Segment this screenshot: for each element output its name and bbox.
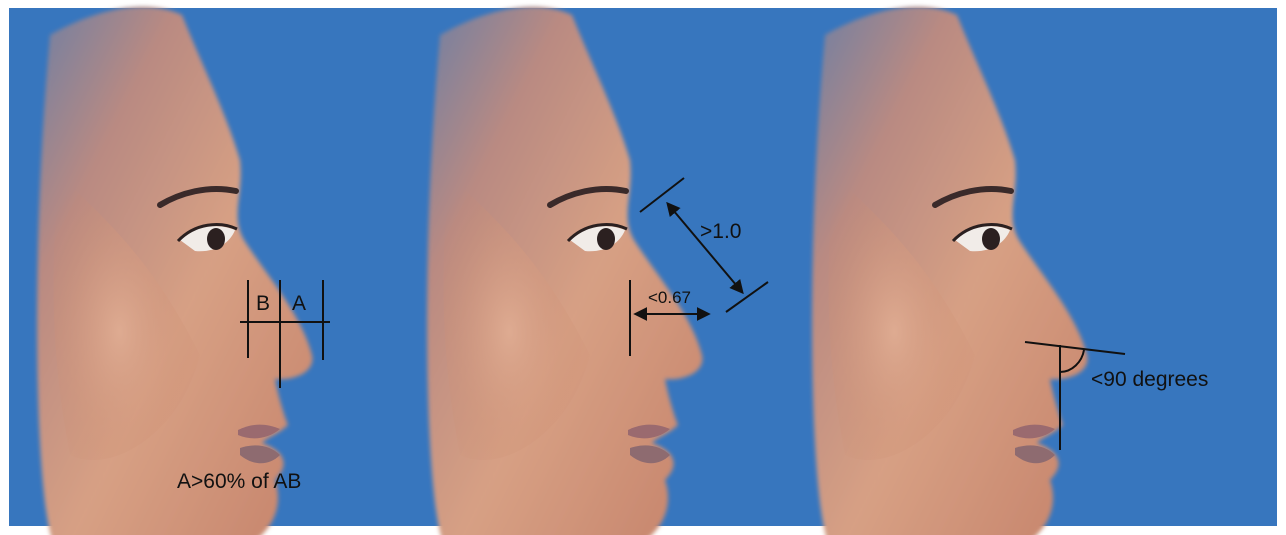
tip-projection-ratio-label: <0.67: [648, 288, 691, 307]
face-profile-3: [812, 7, 1087, 535]
segment-a-label: A: [292, 292, 306, 315]
caption-tip-ratio: A>60% of AB: [177, 470, 301, 493]
face-profile-2: [427, 7, 702, 535]
segment-b-label: B: [256, 292, 270, 315]
face-profile-1: [37, 7, 312, 535]
nasolabial-angle-label: <90 degrees: [1091, 368, 1208, 391]
nasal-length-ratio-label: >1.0: [700, 220, 741, 243]
